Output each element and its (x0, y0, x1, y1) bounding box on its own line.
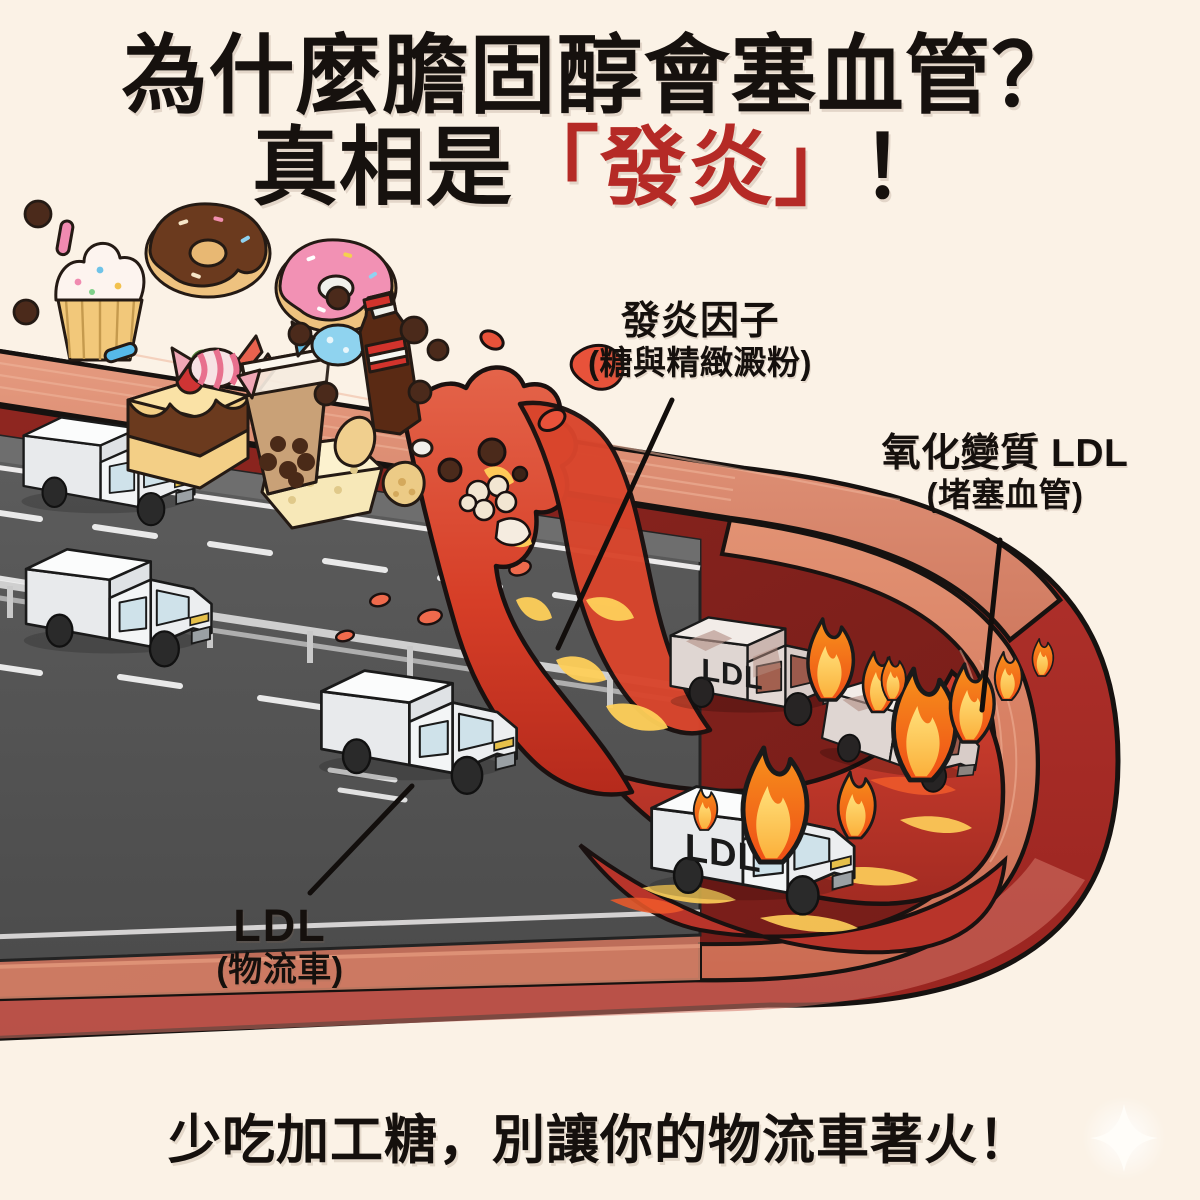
annotation-inflammation-sub: (糖與精緻澱粉) (588, 344, 812, 382)
leader-line-oxidized-ldl (979, 537, 1003, 713)
title-close-bracket: 」 (774, 120, 861, 217)
annotation-oxidized-ldl-main: 氧化變質 LDL (881, 432, 1129, 475)
pink-striped-candy-icon (170, 346, 262, 400)
leader-line-ldl (307, 783, 415, 896)
junk-food-cluster (12, 199, 450, 530)
pink-sprinkle-icon (55, 219, 75, 257)
page-title: 為什麼膽固醇會塞血管？ 真相是「發炎」！ (0, 28, 1200, 211)
annotation-inflammation-main: 發炎因子 (620, 300, 779, 343)
chocolate-ball-icon (12, 199, 450, 407)
annotation-oxidized-ldl: 氧化變質 LDL (堵塞血管) (840, 432, 1170, 514)
title-prefix: 真相是 (252, 120, 513, 217)
title-open-bracket: 「 (513, 120, 600, 217)
chocolate-donut-icon (144, 202, 272, 299)
annotation-inflammation: 發炎因子 (糖與精緻澱粉) (530, 300, 870, 382)
annotation-ldl-sub: (物流車) (216, 951, 344, 990)
leader-lines (307, 397, 1003, 896)
annotation-ldl: LDL (物流車) (135, 900, 425, 990)
title-line-2: 真相是「發炎」！ (0, 125, 1200, 211)
title-line-1: 為什麼膽固醇會塞血管？ (121, 28, 1079, 124)
annotation-oxidized-ldl-sub: (堵塞血管) (926, 476, 1084, 514)
truck-ldl-1: LDL (669, 616, 843, 727)
inflammation-splash (401, 329, 713, 797)
title-highlight: 發炎 (600, 120, 774, 217)
bottom-caption: 少吃加工糖，別讓你的物流車著火！ (168, 1111, 1032, 1170)
blue-sprinkle-icon (103, 342, 138, 364)
leader-line-inflammation (555, 397, 675, 651)
sparkle-icon (1082, 1096, 1166, 1180)
title-suffix: ！ (861, 120, 948, 217)
snack-blob-icon (333, 415, 434, 508)
annotation-ldl-main: LDL (233, 900, 327, 951)
